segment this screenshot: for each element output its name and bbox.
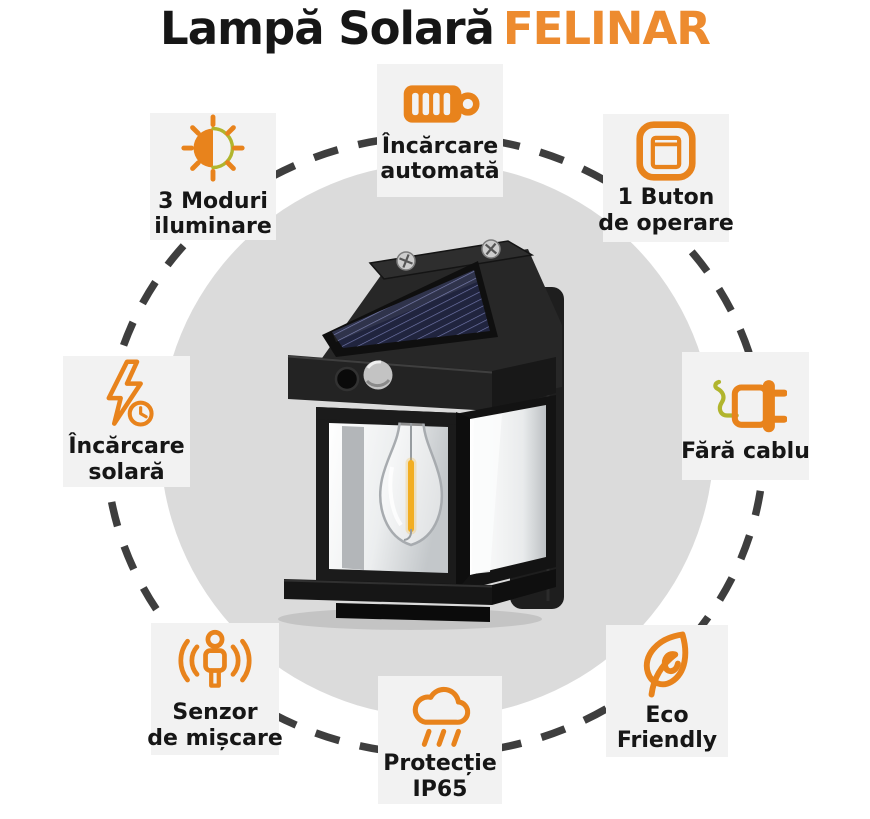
feature-label: 3 Moduri iluminare (154, 189, 272, 239)
feature-label-line: Friendly (616, 728, 718, 753)
feature-label: Protecție IP65 (383, 751, 497, 801)
feature-card-senzor-de-miscare: Senzor de mișcare (147, 623, 283, 755)
light-sensor-button (363, 360, 393, 390)
feature-label-line: Eco (645, 702, 689, 728)
feature-label-line: Senzor (172, 700, 258, 726)
motion-sensor-lens (334, 366, 360, 392)
sensor-band (287, 355, 556, 411)
feature-card-incarcare-automata: Încărcare automată (377, 64, 503, 197)
feature-card-eco-friendly: Eco Friendly (606, 625, 728, 757)
battery-icon (403, 85, 480, 123)
feature-label-line: solară (88, 459, 165, 485)
solar-panel (332, 270, 490, 348)
feature-label: Încărcare automată (380, 134, 499, 184)
feature-label-line: Fără cablu (681, 439, 810, 465)
plug-icon (712, 380, 787, 433)
motion-sensor-icon (178, 630, 252, 689)
feature-label: Încărcare solară (68, 434, 184, 484)
feature-label: Senzor de mișcare (147, 700, 283, 750)
title-text-highlight: FELINAR (502, 2, 711, 55)
glass-lantern (316, 395, 556, 591)
feature-label-line: Protecție (383, 751, 497, 777)
title-text: Lampă Solară (160, 2, 495, 55)
feature-label-line: Încărcare (68, 434, 185, 460)
feature-label-line: IP65 (412, 776, 468, 802)
feature-label-line: iluminare (154, 214, 272, 239)
feature-label-line: de operare (598, 210, 734, 236)
sun-icon (181, 114, 245, 182)
feature-card-fara-cablu: Fără cablu (681, 352, 810, 480)
product-photo-solar-lantern (278, 239, 564, 630)
edison-bulb (379, 413, 444, 547)
feature-card-3-moduri-iluminare: 3 Moduri iluminare (150, 113, 276, 240)
feature-label-line: 3 Moduri (158, 188, 268, 214)
roof-solar-assembly (310, 239, 562, 401)
feature-card-1-buton-de-operare: 1 Buton de operare (598, 114, 734, 242)
feature-label-line: Încărcare (381, 133, 499, 159)
base-ledge (283, 569, 556, 622)
feature-label-line: 1 Buton (617, 185, 715, 211)
rain-cloud-icon (412, 687, 471, 748)
power-button-icon (636, 121, 696, 182)
feature-label: 1 Buton de operare (598, 185, 734, 235)
mounting-screw-right (481, 239, 501, 259)
feature-card-protectie-ip65: Protecție IP65 (378, 676, 502, 804)
leaf-icon (643, 631, 689, 698)
feature-label-line: automată (380, 159, 500, 184)
feature-label-line: de mișcare (147, 725, 283, 751)
mounting-screw-left (396, 251, 416, 271)
feature-label: Fără cablu (681, 439, 810, 464)
feature-label: Eco Friendly (617, 703, 717, 753)
feature-card-incarcare-solara: Încărcare solară (63, 356, 190, 487)
lightning-clock-icon (106, 359, 154, 427)
